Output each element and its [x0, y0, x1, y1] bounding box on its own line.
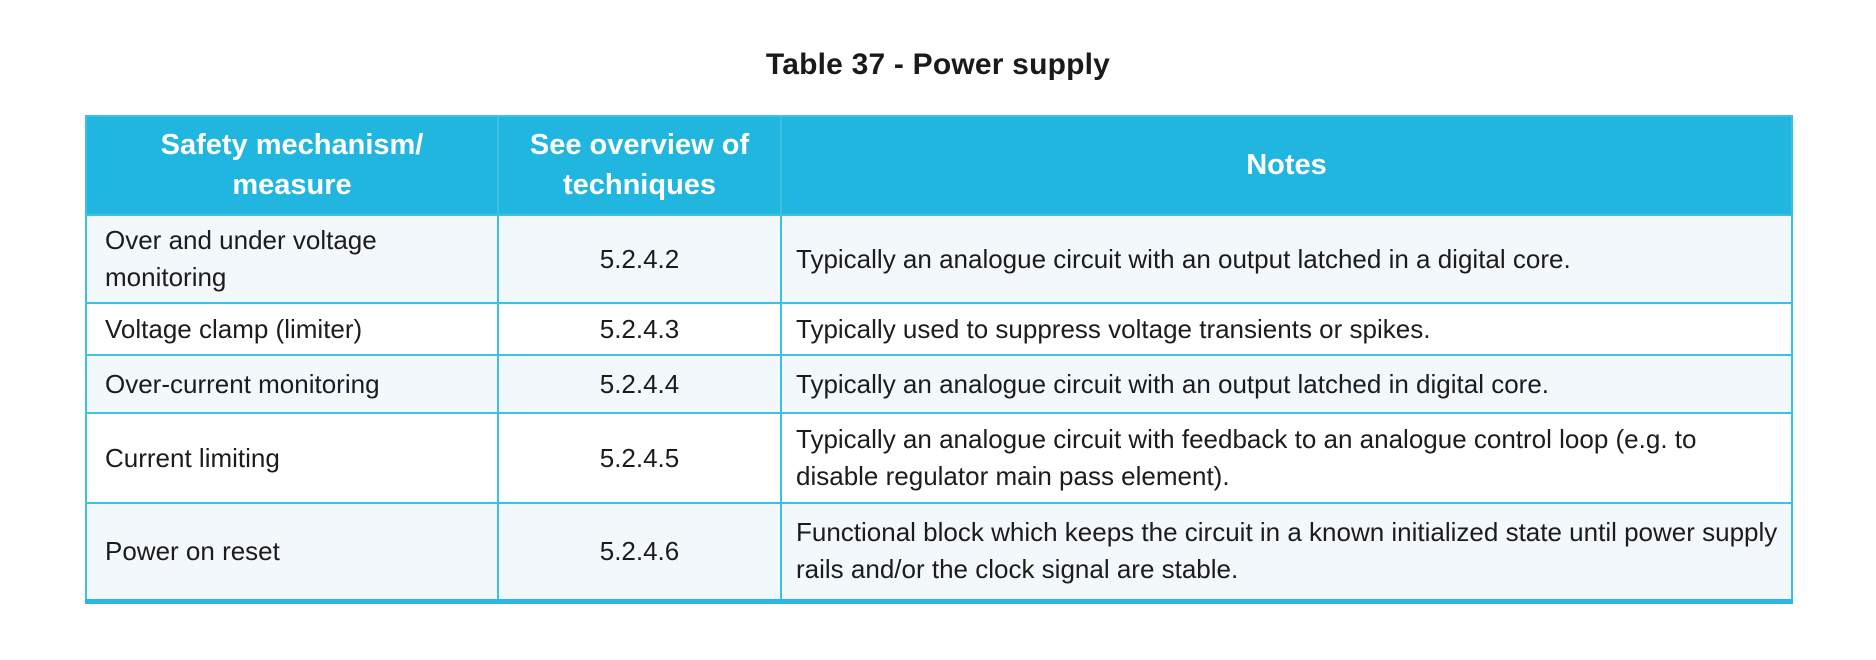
cell-technique: 5.2.4.4: [497, 354, 782, 414]
table-row: Over-current monitoring 5.2.4.4 Typicall…: [85, 354, 1793, 414]
cell-technique: 5.2.4.3: [497, 302, 782, 356]
cell-notes: Typically used to suppress voltage trans…: [780, 302, 1793, 356]
power-supply-table: Safety mechanism/ measure See overview o…: [85, 115, 1793, 604]
cell-mechanism: Over and under voltage monitoring: [85, 214, 499, 304]
cell-technique: 5.2.4.5: [497, 412, 782, 504]
cell-notes: Typically an analogue circuit with an ou…: [780, 214, 1793, 304]
table-header-row: Safety mechanism/ measure See overview o…: [85, 115, 1793, 216]
table-caption: Table 37 - Power supply: [765, 48, 1111, 81]
cell-notes: Functional block which keeps the circuit…: [780, 502, 1793, 602]
table-row: Over and under voltage monitoring 5.2.4.…: [85, 214, 1793, 304]
cell-mechanism: Power on reset: [85, 502, 499, 602]
cell-mechanism: Current limiting: [85, 412, 499, 504]
table-row: Current limiting 5.2.4.5 Typically an an…: [85, 412, 1793, 504]
cell-mechanism: Over-current monitoring: [85, 354, 499, 414]
column-header-see-overview: See overview of techniques: [497, 115, 782, 216]
table-row: Voltage clamp (limiter) 5.2.4.3 Typicall…: [85, 302, 1793, 356]
cell-technique: 5.2.4.2: [497, 214, 782, 304]
cell-mechanism: Voltage clamp (limiter): [85, 302, 499, 356]
column-header-notes: Notes: [780, 115, 1793, 216]
cell-technique: 5.2.4.6: [497, 502, 782, 602]
column-header-safety-mechanism: Safety mechanism/ measure: [85, 115, 499, 216]
cell-notes: Typically an analogue circuit with feedb…: [780, 412, 1793, 504]
cell-notes: Typically an analogue circuit with an ou…: [780, 354, 1793, 414]
table-row: Power on reset 5.2.4.6 Functional block …: [85, 502, 1793, 602]
